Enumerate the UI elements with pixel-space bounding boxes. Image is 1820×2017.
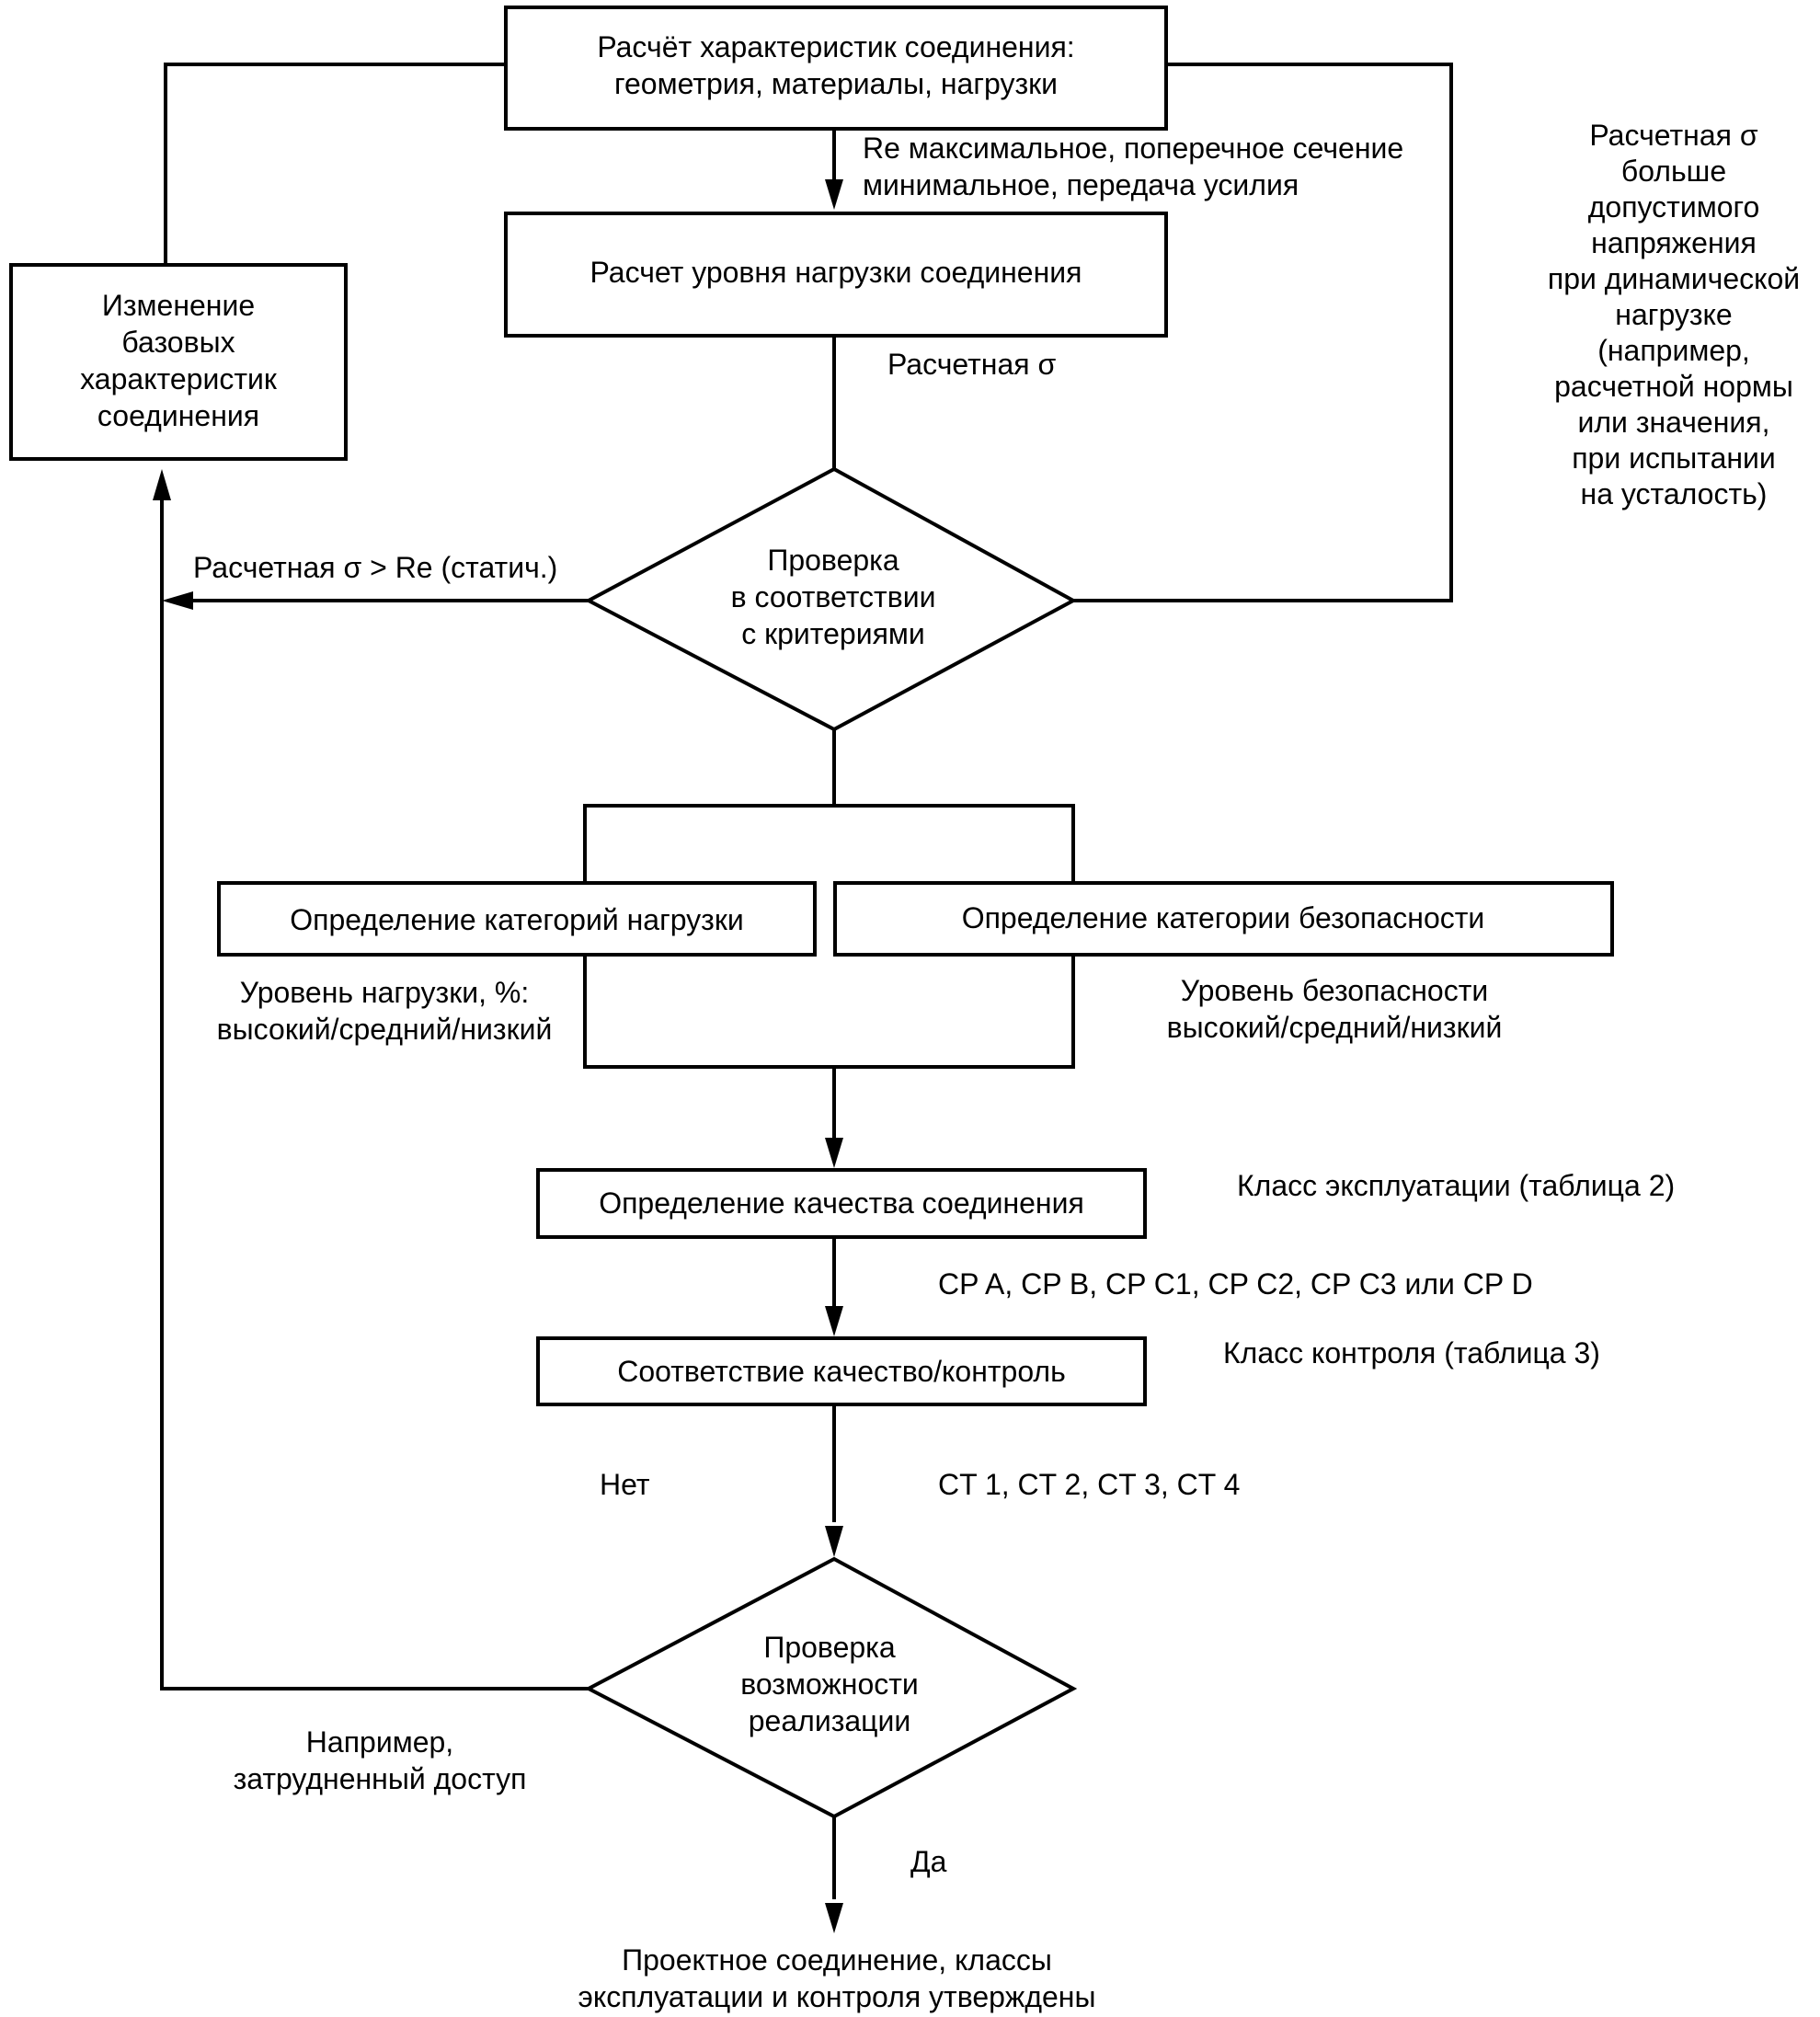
label-control-class: Класс контроля (таблица 3) [1223,1336,1600,1369]
decision-criteria-line-2: в соответствии [731,580,936,613]
box-quality-control: Соответствие качество/контроль [536,1336,1147,1406]
labels: Re максимальное, поперечное сечение мини… [193,119,1800,2013]
box-joint-quality: Определение качества соединения [536,1168,1147,1239]
decision-feasibility-line-3: реализации [749,1704,910,1737]
box-calc-characteristics-line-1: Расчёт характеристик соединения: [597,30,1074,63]
box-change-base: Изменение базовых характеристик соединен… [9,263,348,461]
box-calc-characteristics-line-2: геометрия, материалы, нагрузки [614,67,1058,100]
decision-feasibility-check: Проверка возможности реализации [584,1556,1078,1819]
box-safety-category-text: Определение категории безопасности [962,901,1485,934]
box-load-categories-text: Определение категорий нагрузки [290,903,743,936]
label-sigma-dynamic-line-6: нагрузке [1615,298,1732,331]
label-final-line-1: Проектное соединение, классы [622,1943,1052,1977]
label-example-line-2: затрудненный доступ [234,1762,527,1795]
decision-criteria-line-3: с критериями [741,617,925,650]
label-sigma-dynamic-line-1: Расчетная σ [1589,119,1757,152]
arrow-to-quality-box [825,1138,843,1168]
label-sigma-dynamic-line-8: расчетной нормы [1554,370,1793,403]
arrow-up-to-change [153,469,171,500]
label-sigma-dynamic-line-4: напряжения [1591,226,1757,259]
label-sigma-dynamic-line-9: или значения, [1578,406,1770,439]
label-yes: Да [910,1845,947,1878]
label-sigma-dynamic-line-5: при динамической [1548,262,1800,295]
label-load-level-line-1: Уровень нагрузки, %: [240,976,529,1009]
arrow-static-left [162,591,193,610]
label-no: Нет [600,1468,650,1501]
label-sigma-dynamic-line-10: при испытании [1572,441,1776,475]
label-ct-classes: CT 1, CT 2, CT 3, CT 4 [938,1468,1240,1501]
label-final-line-2: эксплуатации и контроля утверждены [578,1980,1096,2013]
label-sigma-static: Расчетная σ > Re (статич.) [193,551,557,584]
label-re-max-line-1: Re максимальное, поперечное сечение [863,132,1403,165]
box-change-base-line-1: Изменение [102,289,255,322]
connector-feasibility-loop [160,497,589,1690]
label-safety-level-line-1: Уровень безопасности [1181,974,1488,1007]
decision-feasibility-line-1: Проверка [763,1631,896,1664]
connector-dynamic-loop [1073,63,1453,602]
label-cp-classes: CP A, CP B, CP C1, CP C2, CP C3 или CP D [938,1267,1533,1301]
label-safety-level-line-2: высокий/средний/низкий [1167,1011,1503,1044]
decision-feasibility-line-2: возможности [740,1667,919,1701]
box-load-categories: Определение категорий нагрузки [217,881,817,957]
label-re-max-line-2: минимальное, передача усилия [863,168,1299,201]
box-change-base-line-4: соединения [97,399,259,432]
connector-change-to-top [164,63,506,265]
box-change-base-line-2: базовых [121,326,235,359]
connectors [160,63,1453,1899]
arrowheads [153,179,843,1933]
arrow-to-final [825,1903,843,1933]
label-sigma-dynamic-line-2: больше [1621,155,1726,188]
label-sigma-dynamic-line-3: допустимого [1588,190,1760,223]
box-calc-load-level-text: Расчет уровня нагрузки соединения [590,256,1082,289]
label-load-level-line-2: высокий/средний/низкий [217,1013,553,1046]
arrow-to-feasibility [825,1526,843,1557]
connector-split [583,804,1075,883]
label-sigma-calc: Расчетная σ [887,348,1056,381]
connector-merge [583,955,1075,1069]
box-safety-category: Определение категории безопасности [833,881,1614,957]
box-change-base-line-3: характеристик [80,362,278,395]
label-sigma-dynamic-line-7: (например, [1597,334,1750,367]
box-joint-quality-text: Определение качества соединения [599,1186,1084,1220]
box-quality-control-text: Соответствие качество/контроль [617,1355,1066,1388]
arrow-to-control-box [825,1306,843,1336]
box-calc-characteristics: Расчёт характеристик соединения: геометр… [504,6,1168,131]
label-example-line-1: Например, [306,1725,453,1759]
decision-criteria-line-1: Проверка [767,544,899,577]
label-sigma-dynamic-line-11: на усталость) [1581,477,1768,510]
box-calc-load-level: Расчет уровня нагрузки соединения [504,212,1168,338]
decision-criteria-check: Проверка в соответствии с критериями [584,466,1078,732]
arrow-to-load-box [825,179,843,210]
label-service-class: Класс эксплуатации (таблица 2) [1237,1169,1675,1202]
